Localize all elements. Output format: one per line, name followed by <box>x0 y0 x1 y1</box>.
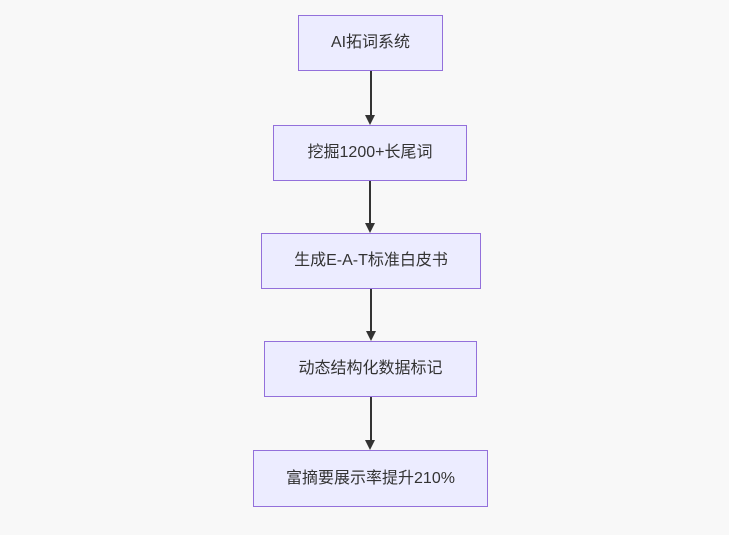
arrow-down-icon <box>365 115 375 125</box>
flow-node-label: 富摘要展示率提升210% <box>286 469 455 487</box>
flow-edge-line-a-b <box>369 71 372 116</box>
arrow-down-icon <box>364 223 375 233</box>
flow-node-label: 挖掘1200+长尾词 <box>307 144 433 162</box>
flow-node-d: 动态结构化数据标记 <box>264 341 477 397</box>
flow-node-b: 挖掘1200+长尾词 <box>273 125 467 181</box>
flow-node-e: 富摘要展示率提升210% <box>253 450 488 507</box>
flow-node-label: AI拓词系统 <box>330 34 411 52</box>
flow-node-a: AI拓词系统 <box>298 15 443 71</box>
flow-node-label: 生成E-A-T标准白皮书 <box>294 252 448 270</box>
flow-edge-line-c-d <box>370 289 372 332</box>
flow-edge-line-d-e <box>369 397 372 441</box>
arrow-down-icon <box>365 440 375 450</box>
flow-node-label: 动态结构化数据标记 <box>298 360 443 378</box>
flow-node-c: 生成E-A-T标准白皮书 <box>261 233 481 289</box>
flow-edge-line-b-c <box>369 181 371 224</box>
arrow-down-icon <box>365 331 376 341</box>
